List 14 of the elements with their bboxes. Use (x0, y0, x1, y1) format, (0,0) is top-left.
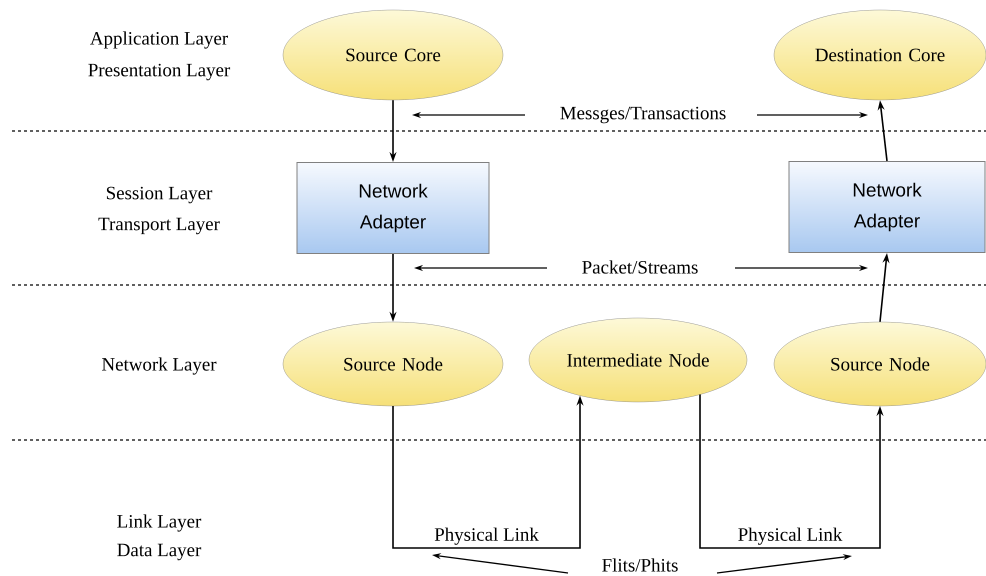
layer-label: Data Layer (117, 544, 202, 560)
edge-label: Physical Link (433, 526, 540, 546)
adapter-box: Network Adapter (788, 161, 986, 253)
layer-label: Presentation Layer (88, 64, 230, 80)
layer-label: Application Layer (90, 31, 228, 49)
edge-label: Physical Link (736, 526, 844, 546)
flow-label: Packet/Streams (582, 260, 698, 274)
flow-label: Messges/Transactions (560, 106, 726, 124)
layer-label: Network Layer (102, 357, 216, 375)
adapter-box: Network Adapter (296, 162, 490, 254)
layer-label: Session Layer (106, 186, 212, 204)
layer-label: Transport Layer (98, 218, 220, 234)
layer-label: Link Layer (117, 514, 202, 532)
flow-label: Flits/Phits (602, 558, 678, 572)
